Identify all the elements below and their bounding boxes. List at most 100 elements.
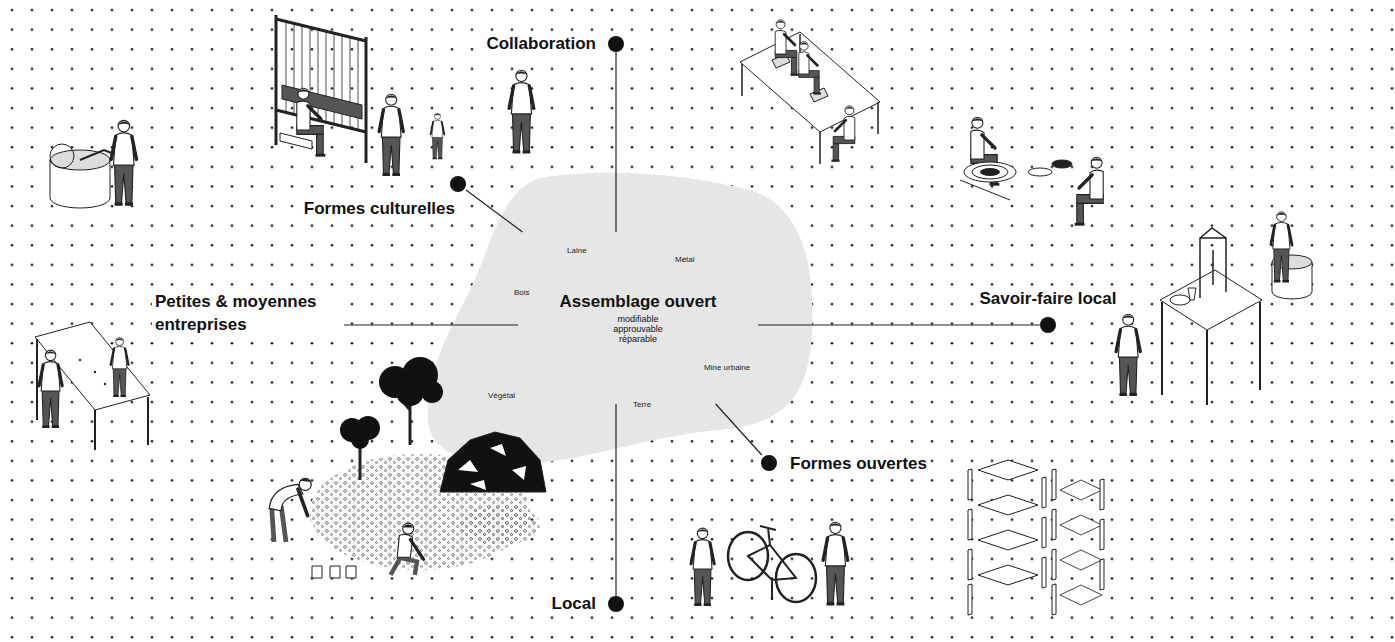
spoke-line: [716, 404, 762, 455]
basket-weaving-scene-part: [980, 168, 1000, 176]
shelf-kit-scene-part: [1042, 477, 1046, 508]
potter-wheel-scene-part: [111, 120, 136, 204]
material-label: Bois: [514, 288, 530, 298]
sorting-table-scene-part: [79, 359, 81, 361]
spoke-line: [311, 324, 518, 325]
walking-person: [509, 70, 534, 152]
bicycle-scene-part: [748, 526, 796, 600]
loom-scene-part-part: [276, 15, 366, 163]
workshop-table-scene-part: [1116, 314, 1140, 394]
hub-title: Assemblage ouvert: [560, 292, 717, 312]
trees-and-ground-scene-part: [312, 566, 356, 578]
loom-scene-part: [431, 113, 445, 158]
bicycle-scene-part: [823, 522, 848, 604]
meeting-table-scene-part: [831, 106, 854, 161]
basket-weaving-scene-part: [1075, 157, 1104, 224]
loom-scene-part-part: [282, 85, 362, 119]
shelf-kit-scene-part: [978, 530, 1038, 550]
material-label: Métal: [675, 255, 695, 265]
trees-and-ground-scene-part: [421, 381, 443, 403]
spoke-dot: Savoir-faire local: [1040, 317, 1056, 333]
trees-and-ground-scene-part: [391, 523, 424, 575]
spoke-label: Savoir-faire local: [976, 289, 1119, 309]
spoke-dot: Collaboration: [608, 36, 624, 52]
workshop-table-scene-part: [1188, 288, 1196, 300]
shelf-kit-scene-part: [1052, 469, 1056, 500]
trees-and-ground-scene: [269, 357, 546, 578]
basket-weaving-scene: [960, 117, 1103, 224]
bicycle-scene: [691, 522, 848, 605]
trees-and-ground-scene-part: [458, 444, 526, 490]
spoke-line: [615, 404, 616, 596]
loom-scene-part: [379, 94, 403, 174]
loom-scene-part-part: [280, 133, 312, 149]
spoke-line: [466, 190, 522, 232]
sorting-table-scene: [35, 322, 150, 450]
loom-scene-part: [297, 88, 326, 155]
workshop-table-scene-part: [1160, 270, 1262, 330]
basket-weaving-scene-part: [960, 180, 1010, 200]
sorting-table-scene-part: [104, 383, 106, 385]
workshop-table-scene-part: [1200, 228, 1226, 298]
meeting-table-scene-part: [775, 20, 798, 75]
spoke-label: Local: [549, 594, 599, 614]
basket-weaving-scene-part: [972, 165, 1008, 179]
meeting-table-scene: [740, 20, 880, 164]
potter-wheel-scene-part-part: [50, 144, 74, 168]
material-label: Mine urbaine: [704, 363, 750, 373]
shelf-kit-scene-part: [968, 509, 972, 540]
shelf-kit-scene-part: [1100, 519, 1104, 550]
loom-scene: [276, 15, 444, 175]
shelf-kit-scene-part: [1052, 549, 1056, 580]
basket-weaving-scene-part: [964, 162, 1016, 182]
material-label: Végétal: [488, 391, 515, 401]
potter-wheel-scene-part: [50, 144, 114, 208]
sorting-table-scene-part: [111, 338, 129, 396]
bicycle-scene-part: [691, 528, 714, 605]
hub-blob: [428, 173, 812, 465]
workshop-table-scene-part: [1170, 295, 1190, 305]
spoke-dot: Formes ouvertes: [761, 455, 777, 471]
loom-scene-part: [276, 15, 366, 163]
shelf-kit-scene-part: [978, 565, 1038, 585]
shelf-kit-scene-part: [968, 549, 972, 580]
spoke-label: Formes culturelles: [301, 199, 458, 219]
sorting-table-scene-part: [39, 350, 62, 427]
shelf-kit-scene-part: [1060, 585, 1102, 605]
shelf-kit-scene-part: [1052, 584, 1056, 615]
trees-and-ground-scene-part: [269, 478, 311, 542]
trees-and-ground-scene-part: [351, 431, 369, 449]
spoke-dot: Petites & moyennes entreprises: [295, 317, 311, 333]
shelf-kit-scene-part: [1100, 479, 1104, 510]
trees-and-ground-scene-part: [396, 378, 424, 406]
potter-wheel-scene: [50, 120, 136, 208]
shelf-kit-scene-part: [968, 584, 972, 615]
trees-and-ground-scene-part: [440, 432, 546, 492]
shelf-kit-scene-part: [1052, 509, 1056, 540]
workshop-table-scene-part: [1271, 212, 1292, 281]
hub-subtitle: modifiable approuvable réparable: [606, 314, 670, 344]
basket-weaving-scene-part: [1052, 160, 1072, 168]
spoke-dot: Local: [608, 596, 624, 612]
shelf-kit-scene-part: [1060, 480, 1102, 500]
spoke-label: Petites & moyennes entreprises: [152, 290, 344, 336]
shelf-kit-scene-part: [968, 469, 972, 500]
basket-weaving-scene-part: [1028, 168, 1052, 176]
sorting-table-scene-part: [94, 371, 96, 373]
shelf-kit-scene-part: [978, 460, 1038, 480]
spoke-dot: Formes culturelles: [450, 176, 466, 192]
meeting-table-scene-part: [799, 42, 821, 94]
meeting-table-scene-part: [740, 32, 880, 132]
spoke-label: Formes ouvertes: [787, 454, 930, 474]
shelf-kit-scene-part: [1042, 517, 1046, 548]
shelf-kit-scene-part: [1100, 559, 1104, 590]
hub-area: Assemblage ouvertmodifiable approuvable …: [518, 232, 758, 404]
spoke-line: [758, 324, 1040, 325]
shelf-kit-scene: [968, 460, 1104, 615]
meeting-table-scene-part: [742, 34, 878, 164]
shelf-kit-scene-part: [978, 495, 1038, 515]
spoke-label: Collaboration: [483, 34, 599, 54]
